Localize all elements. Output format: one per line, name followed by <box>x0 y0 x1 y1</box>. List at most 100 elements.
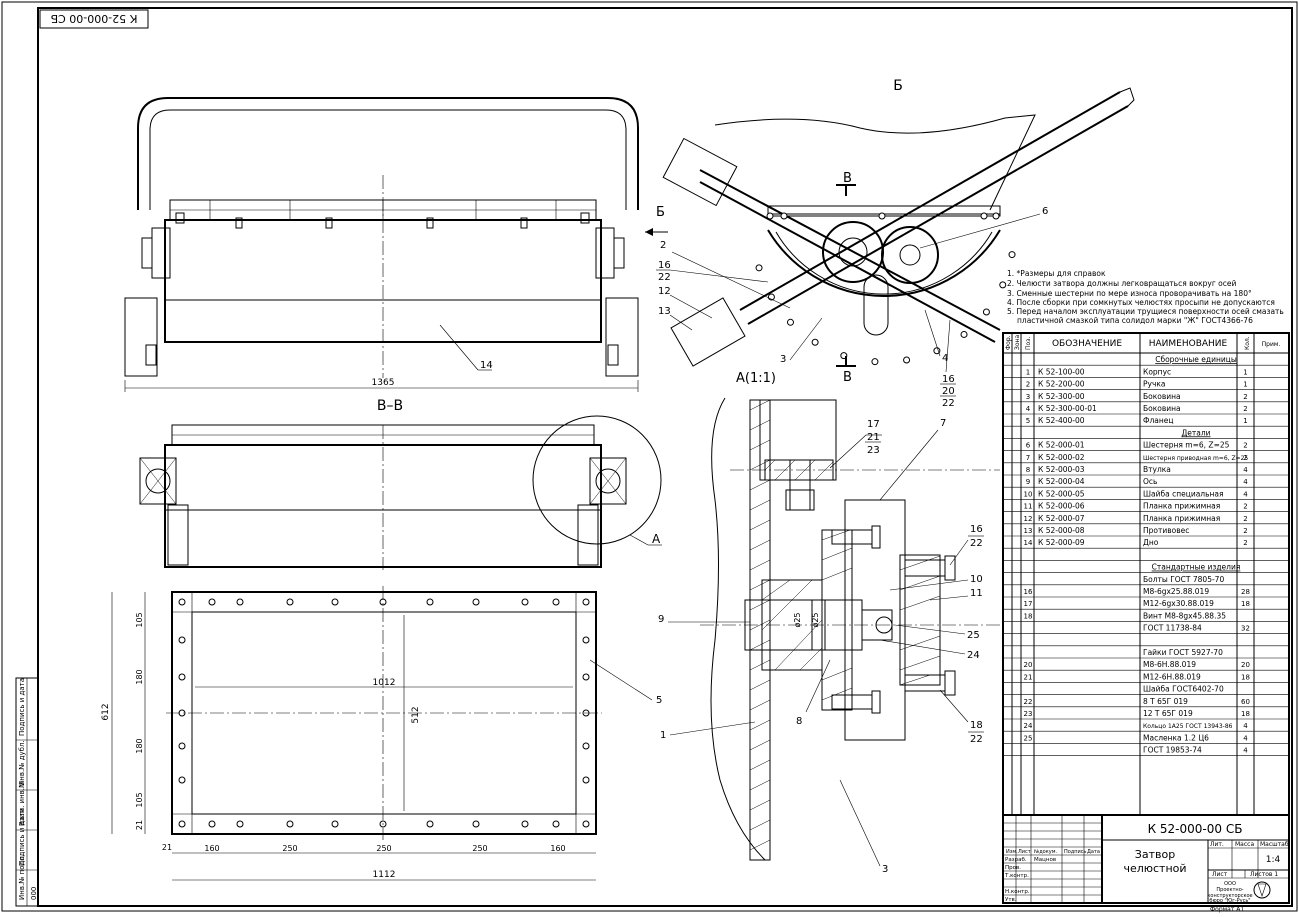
tb-role-prov: Пров. <box>1005 865 1021 871</box>
spec-row-pos: 24 <box>1024 722 1033 730</box>
tb-col-sign: Подпись <box>1064 849 1087 855</box>
spec-row-pos: 2 <box>1026 381 1030 389</box>
callout-16c: 16 <box>970 524 983 535</box>
callout-3b: 3 <box>882 864 888 875</box>
callout-9: 9 <box>658 614 664 625</box>
spec-row-pos: 25 <box>1024 734 1033 742</box>
spec-row-qty: 2 <box>1243 503 1247 511</box>
dim-left-105b: 105 <box>135 792 144 807</box>
spec-row-pos: 18 <box>1024 612 1033 620</box>
detail-a-mark: А <box>652 532 661 546</box>
dim-bottom-250c: 250 <box>472 844 487 853</box>
spec-row-name: М8-6Н.88.019 <box>1143 660 1196 669</box>
spec-row-code: К 52-000-02 <box>1038 453 1085 462</box>
tb-developer: Мацнов <box>1034 857 1056 863</box>
tb-col-list: Лист <box>1018 849 1031 855</box>
side-stamp-field-3: Взам. инв.№ <box>18 781 26 826</box>
spec-row-qty: 2 <box>1243 515 1247 523</box>
spec-row-code: К 52-000-09 <box>1038 538 1085 547</box>
side-stamp-field-5: Подпись и дата <box>18 678 26 736</box>
spec-section-title: Сборочные единицы <box>1155 355 1237 364</box>
title-block-org-3: конструкторское <box>1207 893 1252 899</box>
spec-row-name: Планка прижимная <box>1143 514 1220 523</box>
spec-row-pos: 21 <box>1024 673 1033 681</box>
dim-dia-25a: ø25 <box>793 612 802 627</box>
callout-6: 6 <box>1042 206 1048 217</box>
spec-row-qty: 1 <box>1243 417 1247 425</box>
dim-bottom-250b: 250 <box>376 844 391 853</box>
side-stamp-inv-value: 000 <box>30 887 38 900</box>
spec-row-qty: 4 <box>1243 478 1248 486</box>
dim-bottom-160b: 160 <box>550 844 565 853</box>
spec-row-pos: 11 <box>1024 503 1033 511</box>
callout-7: 7 <box>940 418 946 429</box>
callout-8: 8 <box>796 716 802 727</box>
spec-row-qty: 4 <box>1243 490 1248 498</box>
spec-row-name: Фланец <box>1143 416 1173 425</box>
dim-left-180b: 180 <box>135 738 144 753</box>
callout-24: 24 <box>967 650 980 661</box>
spec-row-pos: 6 <box>1026 442 1031 450</box>
tb-col-izm: Изм. <box>1006 849 1018 855</box>
callout-25: 25 <box>967 630 980 641</box>
spec-row-pos: 13 <box>1024 527 1033 535</box>
section-v-mark-top: В <box>843 171 852 186</box>
callout-22c: 22 <box>970 538 983 549</box>
top-stamp-code: К 52-000-00 СБ <box>51 12 138 25</box>
callout-10: 10 <box>970 574 983 585</box>
spec-row-code: К 52-300-00-01 <box>1038 404 1097 413</box>
spec-row-name: 12 Т 65Г 019 <box>1143 709 1193 718</box>
spec-header-designation: ОБОЗНАЧЕНИЕ <box>1052 339 1122 349</box>
tb-role-nkontr: Н.контр. <box>1005 889 1030 895</box>
title-block-code: К 52-000-00 СБ <box>1148 822 1243 836</box>
callout-23: 23 <box>867 445 880 456</box>
dim-bottom-250a: 250 <box>282 844 297 853</box>
spec-row-name: Ручка <box>1143 380 1166 389</box>
spec-section-title: Стандартные изделия <box>1152 563 1241 572</box>
callout-22d: 22 <box>970 734 983 745</box>
spec-row-pos: 10 <box>1024 490 1033 498</box>
spec-row-name: Шестерня m=6, Z=25 <box>1143 441 1230 450</box>
spec-row-qty: 18 <box>1241 673 1250 681</box>
inner-frame <box>37 7 1293 907</box>
spec-section-title: Детали <box>1181 428 1210 437</box>
spec-row-name: Боковина <box>1143 404 1181 413</box>
spec-row-name: 8 Т 65Г 019 <box>1143 697 1188 706</box>
dim-dia-25b: ø25 <box>811 612 820 627</box>
spec-row-qty: 20 <box>1241 661 1250 669</box>
spec-row-code: К 52-000-03 <box>1038 465 1085 474</box>
top-stamp-box <box>39 9 149 29</box>
spec-row-name: М12-6gx30.88.019 <box>1143 599 1214 608</box>
spec-row-name: Шайба ГОСТ6402-70 <box>1143 685 1224 694</box>
spec-row-pos: 17 <box>1024 600 1033 608</box>
section-v-mark-bottom: В <box>843 370 852 385</box>
spec-row-qty: 2 <box>1243 405 1247 413</box>
spec-header-qty: Кол. <box>1244 336 1251 350</box>
title-block: К 52-000-00 СБ Затвор челюстной Лит. Мас… <box>1002 814 1290 913</box>
spec-row-name: ГОСТ 19853-74 <box>1143 746 1202 755</box>
spec-row-code: К 52-000-08 <box>1038 526 1085 535</box>
callout-13: 13 <box>658 306 671 317</box>
callout-16b: 16 <box>942 374 955 385</box>
spec-row-pos: 22 <box>1024 698 1033 706</box>
spec-row-name: Гайки ГОСТ 5927-70 <box>1143 648 1223 657</box>
tb-col-date: Дата <box>1087 849 1100 855</box>
dim-inner-1012: 1012 <box>373 678 396 688</box>
title-block-name-2: челюстной <box>1123 862 1186 875</box>
spec-row-qty: 1 <box>1243 381 1247 389</box>
title-block-name-1: Затвор <box>1135 848 1175 861</box>
spec-row-qty: 18 <box>1241 600 1250 608</box>
spec-row-code: К 52-000-05 <box>1038 489 1085 498</box>
spec-row-pos: 12 <box>1024 515 1033 523</box>
spec-row-name: Противовес <box>1143 526 1189 535</box>
title-block-sheets: Листов 1 <box>1250 871 1278 878</box>
spec-row-pos: 8 <box>1026 466 1030 474</box>
callout-12: 12 <box>658 286 671 297</box>
callout-4: 4 <box>942 353 948 364</box>
spec-header-format: Фор. <box>1005 335 1012 350</box>
callout-2: 2 <box>660 240 666 251</box>
dim-left-105a: 105 <box>135 612 144 627</box>
section-vv: В–В А <box>139 398 662 570</box>
